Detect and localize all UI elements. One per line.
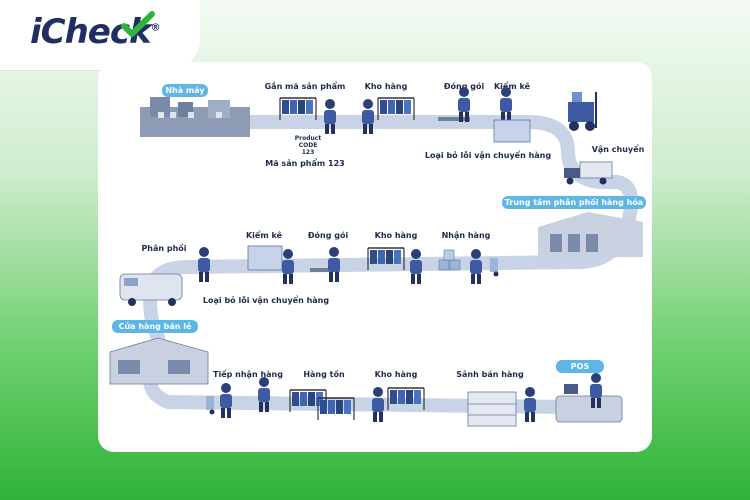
scanner-gate-icon bbox=[247, 245, 283, 271]
checkmark-icon bbox=[121, 11, 155, 37]
step-receiving-label: Nhận hàng bbox=[442, 231, 491, 240]
step-sales-floor-label: Sảnh bán hàng bbox=[456, 369, 524, 379]
pos-step: POS bbox=[555, 360, 623, 423]
forklift-icon bbox=[568, 92, 597, 131]
worker-icon bbox=[198, 247, 210, 282]
factory-badge bbox=[162, 84, 208, 97]
supply-chain-diagram-card: Nhà máy Gắn mã sản phẩm Product CODE 123… bbox=[98, 62, 652, 452]
step-product-tagging-label: Gắn mã sản phẩm bbox=[265, 81, 346, 91]
step-goods-receiving-label: Tiếp nhận hàng bbox=[213, 369, 283, 379]
step-packing-label: Đóng gói bbox=[308, 230, 349, 240]
retail-store-badge-label: Cửa hàng bán lẻ bbox=[119, 321, 192, 331]
product-code-caption: Mã sản phẩm 123 bbox=[265, 158, 344, 168]
pos-badge-label: POS bbox=[571, 362, 590, 371]
logo-panel: iCheck® bbox=[0, 0, 200, 70]
packing-table bbox=[438, 117, 470, 121]
factory-icon bbox=[158, 112, 222, 118]
worker-icon bbox=[282, 249, 294, 284]
warehouse-step-1: Kho hàng bbox=[362, 82, 415, 134]
retail-store-badge bbox=[112, 320, 198, 333]
truck-icon bbox=[564, 161, 613, 185]
worker-icon bbox=[524, 387, 536, 422]
distribution-step: Phân phối bbox=[119, 243, 210, 306]
distribution-center-badge bbox=[502, 196, 646, 209]
product-tag-line-1: Product bbox=[295, 135, 322, 142]
packing-table bbox=[310, 268, 340, 272]
packing-step-2: Đóng gói bbox=[308, 230, 349, 282]
storefront-icon bbox=[109, 337, 209, 385]
step-transport-label: Vận chuyển bbox=[592, 143, 645, 154]
product-tag-line-3: 123 bbox=[302, 149, 315, 156]
product-tagging-step: Gắn mã sản phẩm Product CODE 123 Mã sản … bbox=[265, 81, 346, 168]
step-warehouse-label: Kho hàng bbox=[365, 82, 408, 91]
display-shelf-icon bbox=[467, 391, 517, 427]
factory-step: Nhà máy bbox=[140, 84, 250, 137]
step-warehouse-label: Kho hàng bbox=[375, 370, 418, 379]
worker-icon bbox=[410, 249, 422, 284]
pos-badge bbox=[556, 360, 604, 373]
receiving-step-2: Nhận hàng bbox=[438, 231, 499, 284]
stock-step: Hàng tồn bbox=[289, 369, 355, 421]
cashier-icon bbox=[555, 384, 623, 423]
warehouse-step-3: Kho hàng bbox=[372, 370, 425, 422]
worker-icon bbox=[220, 383, 232, 418]
step-packing-label: Đóng gói bbox=[444, 81, 485, 91]
clothes-rack-icon bbox=[317, 397, 355, 421]
packing-step-1: Đóng gói bbox=[438, 81, 484, 122]
inventory-check-step-1: Kiểm kê Loại bỏ lỗi vận chuyển hàng bbox=[425, 80, 551, 160]
step-inventory-label: Kiểm kê bbox=[246, 229, 283, 240]
warehouse-icon bbox=[538, 212, 643, 257]
sales-floor-step: Sảnh bán hàng bbox=[456, 369, 536, 427]
worker-icon bbox=[328, 247, 340, 282]
retail-store-step: Cửa hàng bán lẻ bbox=[109, 320, 209, 385]
worker-icon bbox=[372, 387, 384, 422]
step-distribution-label: Phân phối bbox=[141, 243, 186, 253]
worker-icon bbox=[470, 249, 482, 284]
goods-receiving-step: Tiếp nhận hàng bbox=[206, 369, 283, 418]
distribution-center-badge-label: Trung tâm phân phối hàng hóa bbox=[505, 197, 643, 207]
product-tag-line-2: CODE bbox=[299, 142, 318, 149]
reject-caption-1: Loại bỏ lỗi vận chuyển hàng bbox=[425, 149, 551, 160]
inventory-check-step-2: Kiểm kê Loại bỏ lỗi vận chuyển hàng bbox=[203, 229, 329, 305]
transport-step: Vận chuyển bbox=[564, 143, 645, 185]
step-inventory-label: Kiểm kê bbox=[494, 80, 531, 91]
step-stock-label: Hàng tồn bbox=[303, 369, 345, 379]
van-icon bbox=[119, 273, 183, 306]
distribution-center-step: Trung tâm phân phối hàng hóa bbox=[502, 196, 646, 257]
factory-badge-label: Nhà máy bbox=[165, 86, 205, 95]
hand-truck-icon bbox=[490, 258, 499, 277]
reject-caption-2: Loại bỏ lỗi vận chuyển hàng bbox=[203, 294, 329, 305]
hand-truck-icon bbox=[206, 396, 215, 415]
registered-mark: ® bbox=[150, 22, 161, 34]
warehouse-step-2: Kho hàng bbox=[367, 231, 422, 284]
scanner-gate-icon bbox=[493, 119, 531, 143]
step-warehouse-label: Kho hàng bbox=[375, 231, 418, 240]
supply-chain-diagram: Nhà máy Gắn mã sản phẩm Product CODE 123… bbox=[109, 80, 646, 427]
